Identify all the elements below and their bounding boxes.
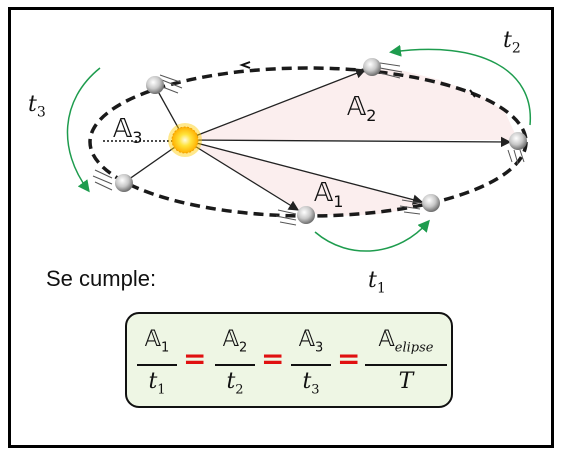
- fraction-a1-t1: 𝔸1 t1: [137, 326, 177, 405]
- label-area-a3: 𝔸3: [113, 114, 143, 148]
- equals-sign: =: [261, 342, 285, 375]
- radius-vector: [184, 139, 424, 205]
- planet: [146, 76, 164, 94]
- orbit-direction-mark: [239, 61, 251, 69]
- label-area-a1: 𝔸1: [314, 178, 344, 212]
- fraction-a2-t2: 𝔸2 t2: [215, 326, 255, 405]
- radius-vector: [184, 136, 512, 148]
- equals-sign: =: [183, 342, 207, 375]
- radius-vector: [184, 139, 300, 211]
- fraction-a3-t3: 𝔸3 t3: [291, 326, 331, 405]
- label-area-a2: 𝔸2: [347, 92, 377, 126]
- sector-a2: [185, 68, 518, 140]
- time-arrow-t1: [314, 219, 430, 252]
- planet: [363, 58, 381, 76]
- time-arrow-t3: [66, 67, 101, 193]
- radius-vector: [184, 68, 367, 141]
- equation-box: 𝔸1 t1 = 𝔸2 t2 = 𝔸3 t3 = 𝔸elipse T: [125, 312, 453, 408]
- time-arrow-t2: [389, 44, 531, 126]
- motion-streaks: [92, 62, 525, 226]
- fraction-aellipse-T: 𝔸elipse T: [365, 326, 447, 396]
- planet: [115, 174, 133, 192]
- caption-se-cumple: Se cumple:: [46, 266, 157, 291]
- sun: [168, 123, 202, 157]
- planet: [422, 194, 440, 212]
- label-t1: t1: [368, 268, 386, 297]
- planet: [509, 132, 527, 150]
- sector-a1: [185, 140, 430, 216]
- equals-sign: =: [337, 342, 361, 375]
- label-t2: t2: [503, 28, 521, 57]
- planet: [297, 206, 315, 224]
- orbit-direction-mark: [469, 89, 476, 98]
- label-t3: t3: [28, 92, 46, 121]
